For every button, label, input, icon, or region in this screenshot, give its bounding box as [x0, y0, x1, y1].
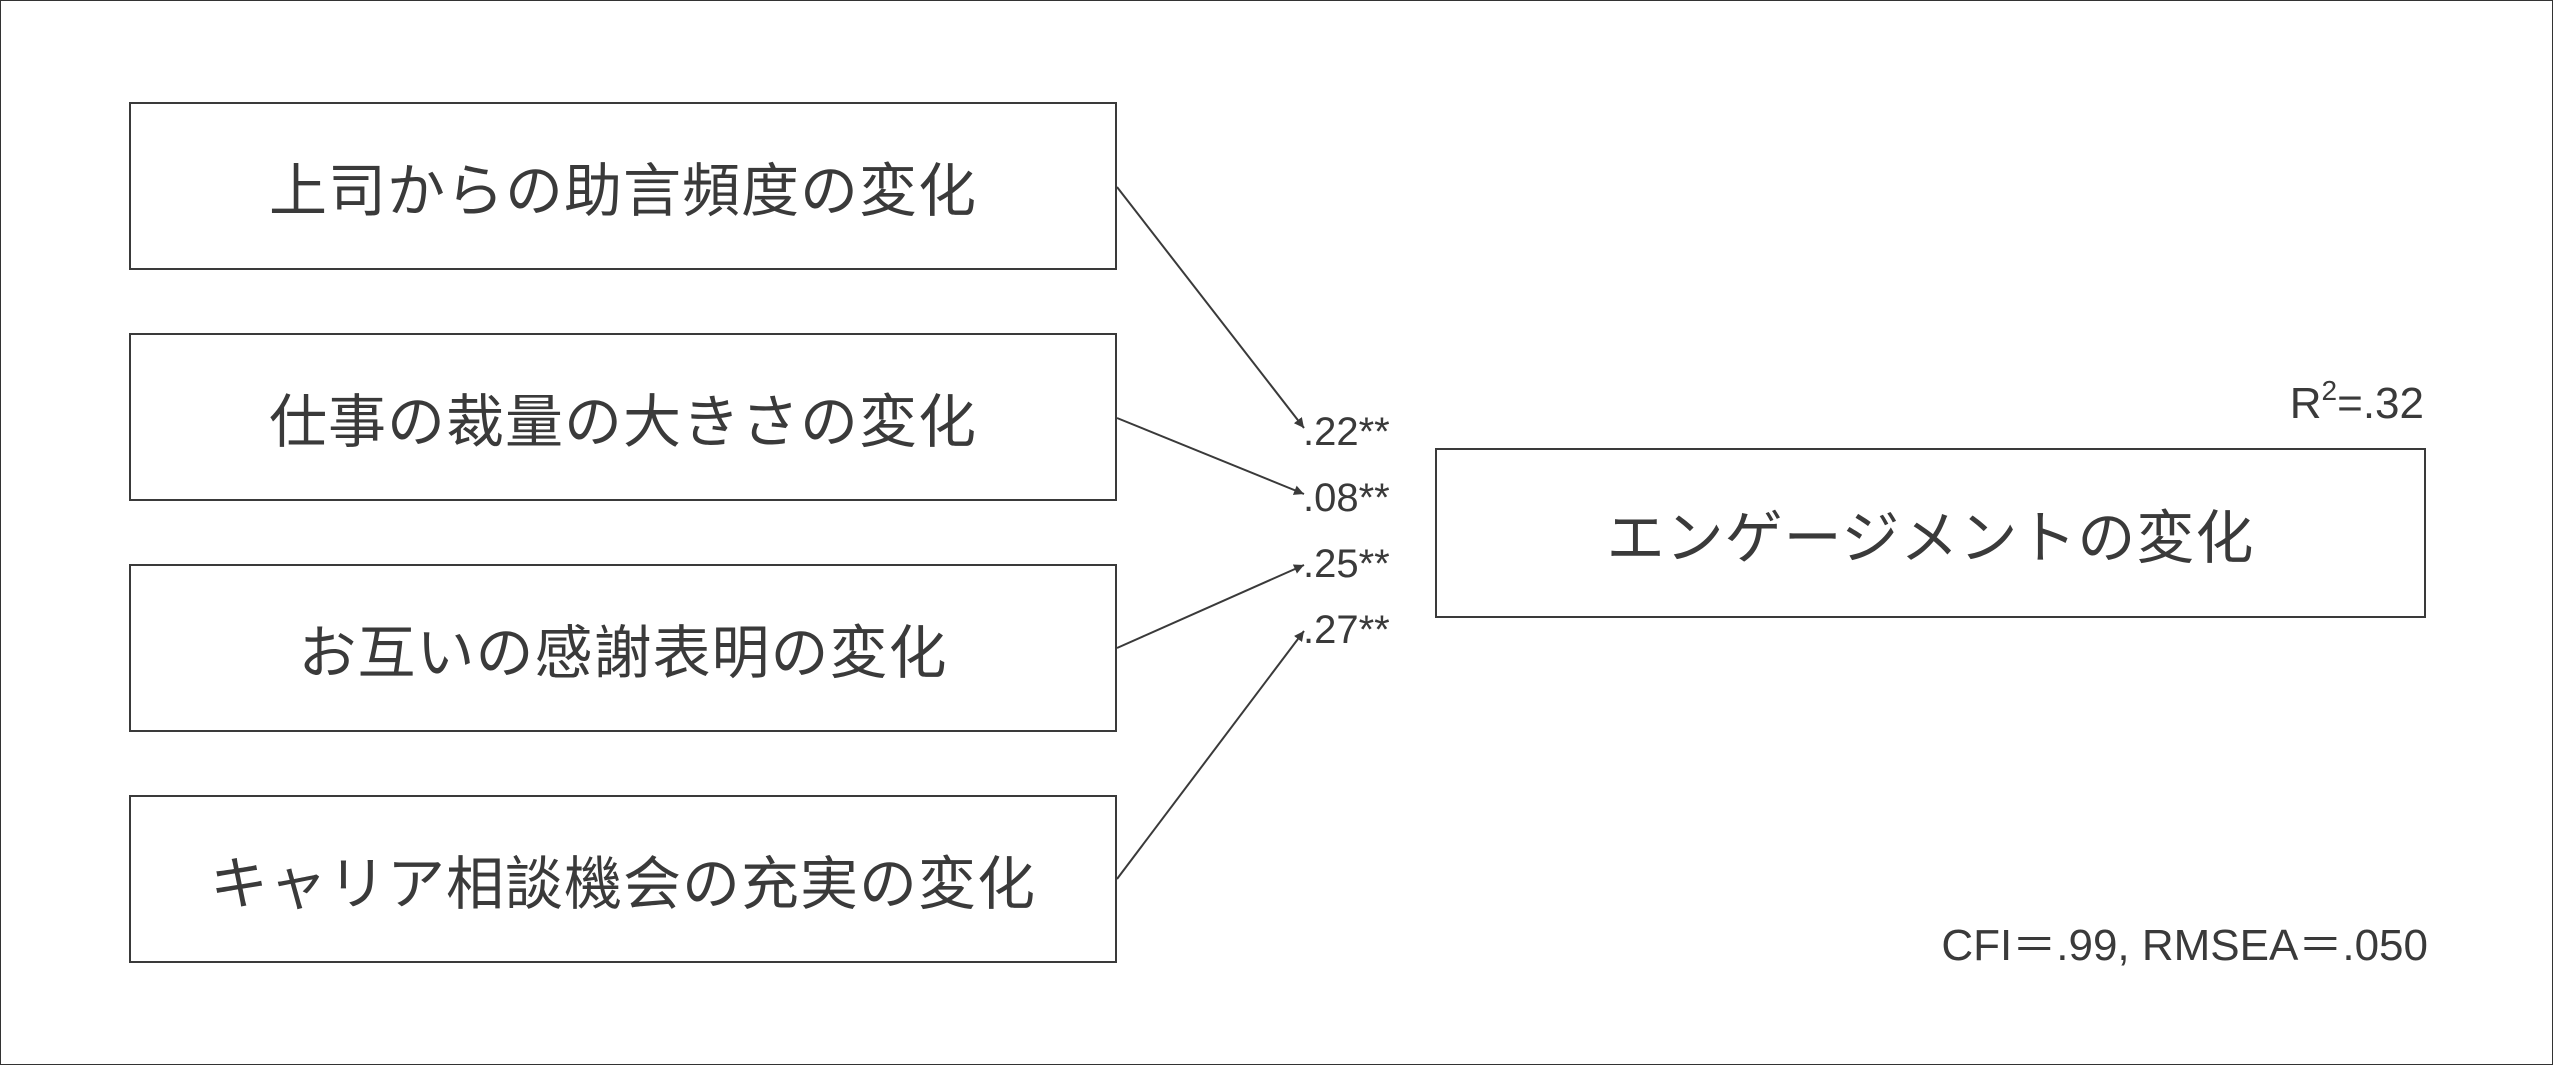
path-arrow-4	[1116, 630, 1305, 880]
predictor-box-3: お互いの感謝表明の変化	[129, 564, 1117, 732]
predictor-box-1: 上司からの助言頻度の変化	[129, 102, 1117, 270]
predictor-label: 上司からの助言頻度の変化	[268, 157, 977, 225]
path-arrow-3	[1116, 564, 1305, 649]
outcome-box: エンゲージメントの変化	[1435, 448, 2426, 618]
predictor-label: お互いの感謝表明の変化	[298, 619, 948, 687]
predictor-box-2: 仕事の裁量の大きさの変化	[129, 333, 1117, 501]
outcome-label: エンゲージメントの変化	[1606, 504, 2255, 572]
path-arrow-1	[1116, 186, 1305, 429]
path-arrow-2	[1116, 417, 1305, 495]
predictor-label: 仕事の裁量の大きさの変化	[268, 388, 977, 456]
path-coefficient-4: .27**	[1303, 608, 1390, 652]
path-coefficient-2: .08**	[1303, 476, 1390, 520]
predictor-box-4: キャリア相談機会の充実の変化	[129, 795, 1117, 963]
r-squared: R2=.32	[2289, 375, 2424, 429]
path-coefficient-1: .22**	[1303, 410, 1390, 454]
predictor-label: キャリア相談機会の充実の変化	[209, 850, 1036, 918]
path-coefficient-3: .25**	[1303, 542, 1390, 586]
fit-indices: CFI＝.99, RMSEA＝.050	[1941, 921, 2428, 970]
